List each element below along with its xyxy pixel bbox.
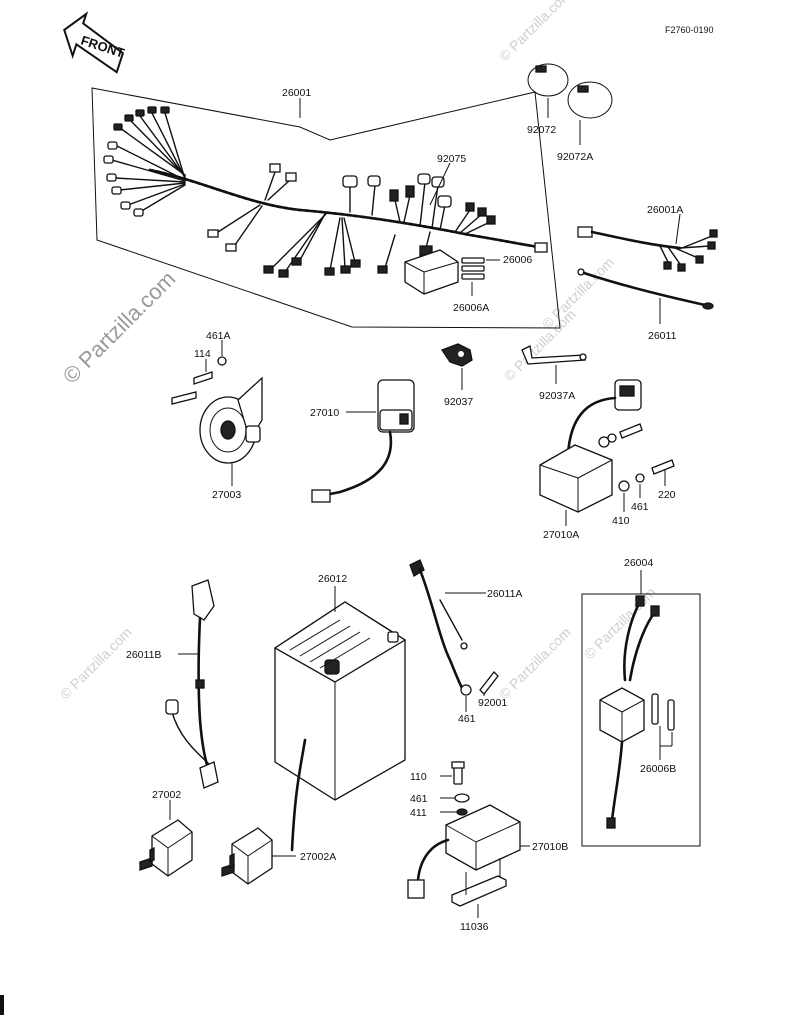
part-label-92072: 92072 [527,124,556,136]
part-label-26001: 26001 [282,87,311,99]
battery-26012 [273,586,407,852]
lead-26011 [577,268,714,324]
harness-left-connector-fan [103,106,186,217]
part-label-26011B: 26011B [126,649,161,661]
part-label-26006A: 26006A [453,302,489,314]
part-label-220: 220 [658,489,676,501]
part-label-26006B: 26006B [640,763,676,775]
relay-27010 [311,379,415,503]
part-label-92075: 92075 [437,153,466,165]
clamp-92072 [527,63,569,118]
diagram-code: F2760-0190 [665,25,714,35]
watermark: © Partzilla.com [539,254,617,332]
part-label-92001: 92001 [478,697,507,709]
part-label-27010B: 27010B [532,841,568,853]
part-label-114: 114 [194,348,211,360]
part-label-92037A: 92037A [539,390,575,402]
part-label-461-cable: 461 [458,713,476,725]
part-label-11036: 11036 [460,921,489,933]
part-label-26011: 26011 [648,330,677,342]
part-label-27003: 27003 [212,489,241,501]
main-wiring-harness [91,87,561,329]
part-label-26011A: 26011A [487,588,522,600]
part-label-461A: 461A [206,330,231,342]
unit-27010B [407,761,530,918]
clamp-92037 [441,343,473,390]
sub-harness-26001A [577,213,718,272]
harness-relay-block [404,249,459,295]
flasher-27002A [221,827,296,885]
part-label-26001A: 26001A [647,204,683,216]
part-label-92072A: 92072A [557,151,593,163]
harness-trunk-tape [148,168,547,250]
part-label-26004: 26004 [624,557,653,569]
fuse-set [461,257,500,296]
part-label-26006: 26006 [503,254,532,266]
part-label-110: 110 [410,771,427,783]
page-edge-mark [0,995,4,1015]
watermark: © Partzilla.com [496,0,574,64]
bracket-92037A [521,345,587,384]
harness-branches [207,163,548,278]
part-label-27010: 27010 [310,407,339,419]
watermark: © Partzilla.com [501,306,579,384]
watermark: © Partzilla.com [57,624,135,702]
part-label-461-regulator: 461 [631,501,649,513]
front-arrow: FRONT [63,11,126,74]
flasher-27002 [139,800,193,877]
cable-26011B [165,579,219,789]
part-label-27002A: 27002A [300,851,336,863]
part-label-461-unit: 461 [410,793,428,805]
switch-assembly-26004 [581,570,701,847]
clamp-92072A [567,81,613,145]
part-label-411: 411 [410,807,427,819]
cable-26011A [409,559,499,712]
part-label-92037: 92037 [444,396,473,408]
horn-27003 [171,340,263,486]
part-label-410: 410 [612,515,630,527]
front-arrow-icon [63,11,125,74]
part-label-26012: 26012 [318,573,347,585]
harness-end-connector [534,242,548,253]
watermark: © Partzilla.com [496,624,574,702]
part-label-27010A: 27010A [543,529,579,541]
harness-outline [91,87,561,329]
regulator-27010A [539,379,675,526]
part-label-27002: 27002 [152,789,181,801]
watermark-main: © Partzilla.com [58,266,181,389]
